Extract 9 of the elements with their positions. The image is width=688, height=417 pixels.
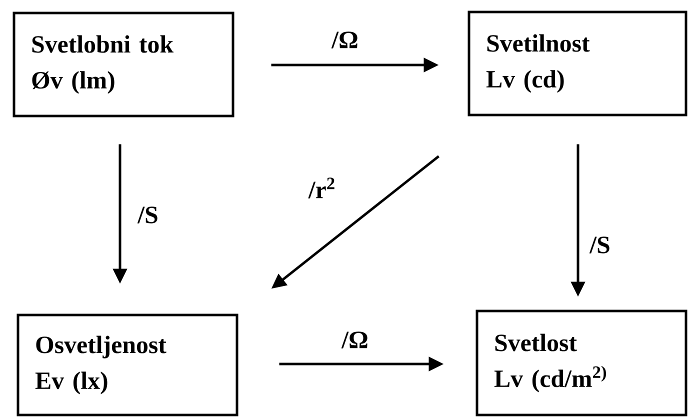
quantity-box: Svetlobni tok Øv (lm): [12, 12, 234, 118]
quantity-box: Osvetljenost Ev (lx): [16, 314, 238, 416]
edge-label: /S: [136, 206, 160, 224]
edge-label: /Ω: [330, 30, 360, 50]
edge-label: /S: [588, 236, 612, 254]
quantity-box: Svetilnost Lv (cd): [468, 10, 688, 116]
edge-label: /Ω: [340, 330, 370, 350]
edge-label: /r$^{2}$: [307, 176, 337, 200]
quantity-box: Svetlost Lv (cd/m$^{2)}$: [476, 310, 688, 416]
